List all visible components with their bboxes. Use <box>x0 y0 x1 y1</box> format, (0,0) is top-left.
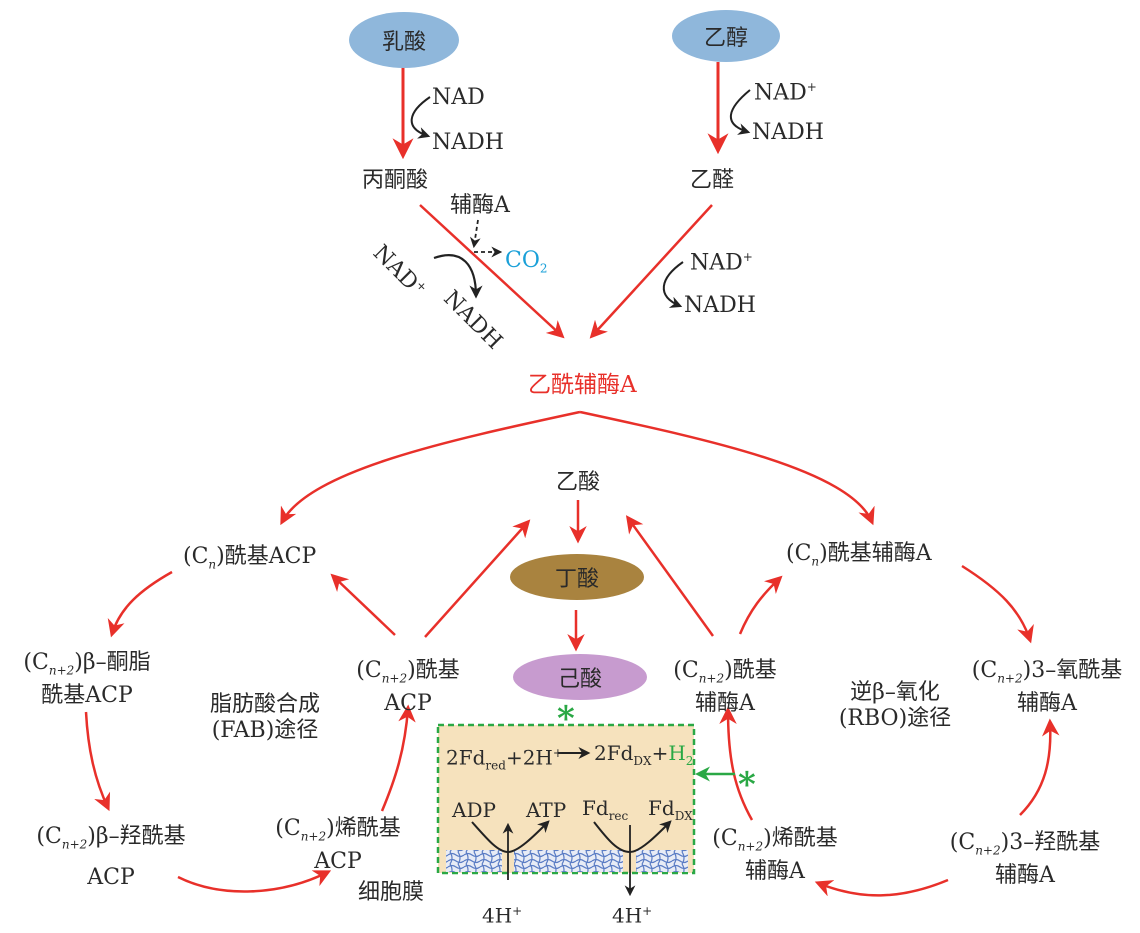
rbo-oxoacyl-coa: (Cn+2)3–氧酰基辅酶A <box>971 658 1123 717</box>
hydrogenase-reaction: 2Fdred+2H+ <box>446 745 563 773</box>
rbo-enoyl-coa: (Cn+2)烯酰基辅酶A <box>712 826 838 885</box>
atp-label: ATP <box>526 798 567 822</box>
asterisk-top: * <box>557 699 575 739</box>
ethanol-node: 乙醇 <box>672 10 780 62</box>
acetaldehyde-nad-label: NAD+ <box>690 250 753 276</box>
arrow-acetaldehyde-acetylcoa <box>589 204 713 339</box>
arrow-hydroxyacyl-oxoacyl <box>1019 718 1060 816</box>
arrow-acylacp-ketoacyl <box>107 570 173 638</box>
arrow-ketoacyl-hydroxyacyl <box>84 711 111 812</box>
pyruvate-label: 丙酮酸 <box>362 168 429 193</box>
fab-ketoacyl-acp: (Cn+2)β–酮脂酰基ACP <box>23 650 151 709</box>
arrow-acylcoa-oxoacyl <box>961 564 1034 644</box>
cofactor-arrow-ethanol <box>729 89 751 135</box>
acetyl-coa-label: 乙酰辅酶A <box>528 372 637 398</box>
asterisk-right: * <box>738 765 756 805</box>
fd-rec-label: Fdrec <box>582 796 629 823</box>
arrow-acetylcoa-rbo <box>579 410 875 526</box>
acetaldehyde-label: 乙醛 <box>690 168 735 193</box>
ethanol-nadh-label: NADH <box>752 120 824 145</box>
acetate-label: 乙酸 <box>556 470 601 495</box>
membrane-bilayer-left <box>446 850 502 872</box>
cell-membrane-label: 细胞膜 <box>358 880 425 905</box>
arrow-acylcoa-n2-to-acylcoa <box>738 575 783 635</box>
lactate-nad-label: NAD <box>432 85 485 110</box>
hexanoate-node: 己酸 <box>513 654 647 700</box>
arrow-hydroxyacyl-enoylcoa <box>814 878 949 897</box>
ethanol-nad-label: NAD+ <box>754 80 817 106</box>
rbo-hydroxyacyl-coa: (Cn+2)3–羟酰基辅酶A <box>949 830 1101 889</box>
lactate-node: 乳酸 <box>349 12 459 68</box>
membrane-bilayer-middle <box>514 850 623 872</box>
proton-left-label: 4H+ <box>482 903 523 928</box>
arrow-pyruvate-acetylcoa <box>419 204 565 339</box>
cofactor-arrow-acetaldehyde <box>662 261 684 308</box>
cofactor-arrow-pyruvate <box>433 254 483 299</box>
rbo-pathway-label: 逆β–氧化(RBO)途径 <box>838 680 952 731</box>
rbo-acyl-coa: (Cn)酰基辅酶A <box>786 541 932 569</box>
coa-label: 辅酶A <box>450 193 510 218</box>
membrane-box <box>436 723 696 875</box>
arrow-enoylcoa-acylcoa-n2 <box>719 706 754 821</box>
arrow-acylcoa-acetate <box>625 515 715 637</box>
arrow-acylacp-acetate <box>424 519 531 638</box>
coa-dashed-arrow <box>469 219 481 249</box>
acetaldehyde-nadh-label: NADH <box>684 293 756 318</box>
cofactor-arrow-lactate <box>410 96 431 139</box>
fab-pathway-label: 脂肪酸合成(FAB)途径 <box>209 692 320 743</box>
fd-dx-label: FdDX <box>648 796 693 823</box>
arrow-enoyl-acyln2-acp <box>380 704 416 812</box>
co2-label: CO2 <box>505 248 548 276</box>
membrane-bilayer-right <box>636 850 688 872</box>
rbo-acyl-n2-coa: (Cn+2)酰基辅酶A <box>673 658 777 717</box>
proton-right-label: 4H+ <box>612 903 653 928</box>
hydrogenase-products: 2FdDX+H2 <box>594 741 694 768</box>
adp-label: ADP <box>452 798 496 822</box>
arrow-hydroxyacyl-enoyl <box>177 870 332 893</box>
arrow-acylacp-n2-to-acylacp <box>330 573 396 636</box>
fab-acyl-acp: (Cn)酰基ACP <box>183 544 317 572</box>
arrow-acetylcoa-fab <box>280 410 581 526</box>
lactate-nadh-label: NADH <box>432 130 504 155</box>
butyrate-node: 丁酸 <box>510 554 644 600</box>
